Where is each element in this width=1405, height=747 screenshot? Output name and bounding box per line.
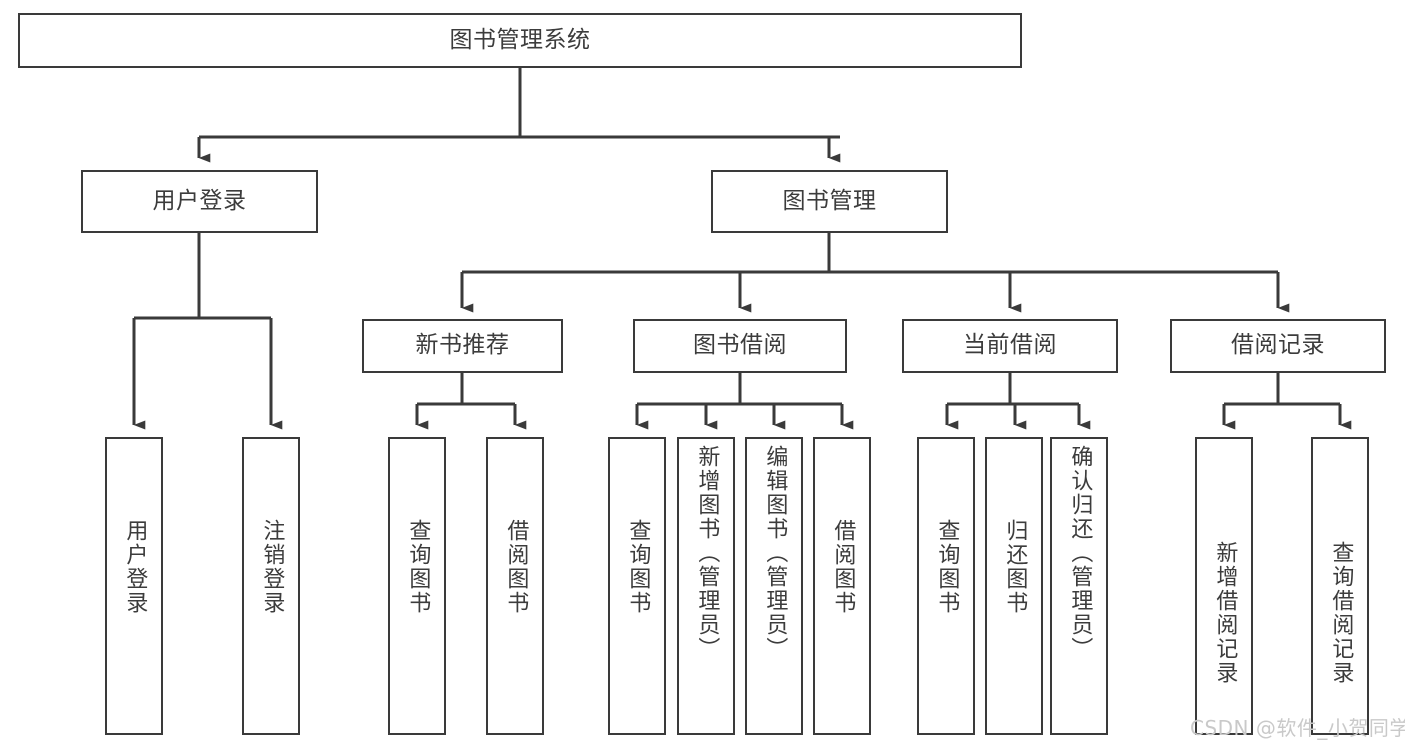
node-label: 用户登录 — [152, 187, 247, 214]
node-label: 用户登录 — [122, 519, 148, 615]
node-leaf-borrow-book-1[interactable]: 借阅图书 — [486, 437, 544, 735]
node-leaf-query-record[interactable]: 查询借阅记录 — [1311, 437, 1369, 735]
node-label: 新增借阅记录 — [1212, 541, 1238, 685]
node-leaf-query-book-2[interactable]: 查询图书 — [608, 437, 666, 735]
node-leaf-confirm-return[interactable]: 确认归还（管理员） — [1050, 437, 1108, 735]
node-leaf-user-login[interactable]: 用户登录 — [105, 437, 163, 735]
node-leaf-add-record[interactable]: 新增借阅记录 — [1195, 437, 1253, 735]
node-leaf-return-book[interactable]: 归还图书 — [985, 437, 1043, 735]
node-label: 归还图书 — [1002, 519, 1028, 615]
node-leaf-borrow-book-2[interactable]: 借阅图书 — [813, 437, 871, 735]
node-label: 编辑图书（管理员） — [762, 445, 788, 661]
node-label: 图书管理系统 — [449, 26, 591, 53]
node-book-manage[interactable]: 图书管理 — [711, 170, 948, 233]
node-label: 确认归还（管理员） — [1067, 445, 1093, 661]
node-label: 查询图书 — [405, 519, 431, 615]
node-leaf-query-book-1[interactable]: 查询图书 — [388, 437, 446, 735]
node-label: 注销登录 — [259, 519, 285, 615]
node-leaf-add-book[interactable]: 新增图书（管理员） — [677, 437, 735, 735]
node-label: 查询借阅记录 — [1328, 541, 1354, 685]
node-label: 图书管理 — [782, 187, 877, 214]
node-label: 图书借阅 — [693, 332, 787, 359]
node-label: 借阅记录 — [1231, 332, 1325, 359]
node-user-login[interactable]: 用户登录 — [81, 170, 318, 233]
node-leaf-logout-login[interactable]: 注销登录 — [242, 437, 300, 735]
node-current-borrow[interactable]: 当前借阅 — [902, 319, 1118, 373]
node-root-system[interactable]: 图书管理系统 — [18, 13, 1022, 68]
node-borrow-record[interactable]: 借阅记录 — [1170, 319, 1386, 373]
node-new-book-recommend[interactable]: 新书推荐 — [362, 319, 563, 373]
node-label: 查询图书 — [934, 519, 960, 615]
node-label: 新增图书（管理员） — [694, 445, 720, 661]
node-leaf-edit-book[interactable]: 编辑图书（管理员） — [745, 437, 803, 735]
node-label: 借阅图书 — [503, 519, 529, 615]
node-label: 查询图书 — [625, 519, 651, 615]
node-label: 当前借阅 — [963, 332, 1057, 359]
node-label: 新书推荐 — [415, 332, 510, 359]
node-book-borrow[interactable]: 图书借阅 — [633, 319, 847, 373]
node-leaf-query-book-3[interactable]: 查询图书 — [917, 437, 975, 735]
node-label: 借阅图书 — [830, 519, 856, 615]
